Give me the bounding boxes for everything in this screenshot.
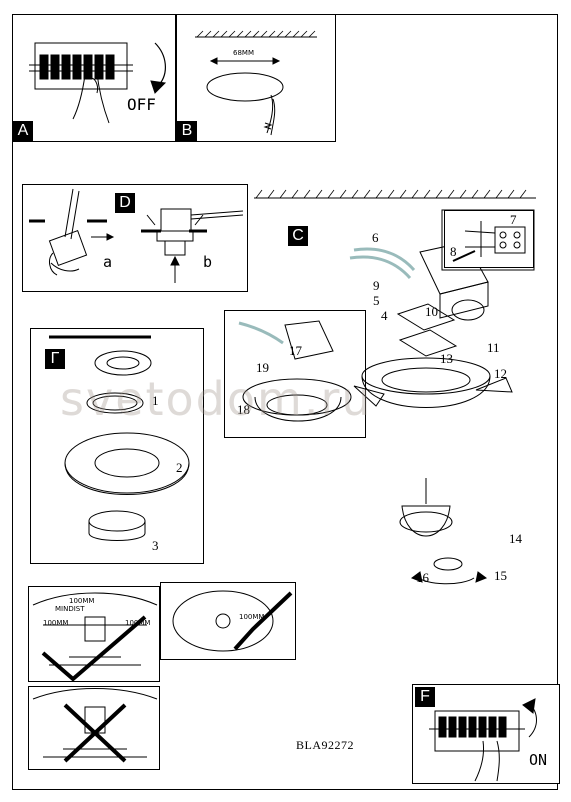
clearance-wrong-top: 100MM — [160, 582, 296, 660]
tag-c: C — [288, 226, 308, 246]
callout-14: 14 — [509, 531, 522, 546]
callout-7: 7 — [510, 212, 517, 227]
callout-9: 9 — [373, 278, 380, 293]
callout-5: 5 — [373, 293, 380, 308]
lamp-closeup — [238, 320, 352, 422]
callout-10: 10 — [425, 304, 438, 319]
clearance-ok-illustration — [32, 592, 158, 682]
mounting-illustration — [29, 188, 244, 283]
callout-8: 8 — [450, 244, 457, 259]
clearance-wrong — [28, 686, 160, 770]
tag-d: D — [115, 193, 135, 213]
panel-d: D a b — [22, 184, 248, 292]
callout-16: 16 — [416, 570, 429, 585]
tag-b: B — [177, 121, 197, 141]
callout-13: 13 — [440, 351, 453, 366]
callout-17: 17 — [289, 343, 302, 358]
clearance-bad-illustration — [32, 688, 158, 763]
callout-3: 3 — [152, 538, 159, 553]
tag-a: A — [13, 121, 33, 141]
callout-12: 12 — [494, 366, 507, 381]
panel-f: F ON — [412, 684, 560, 784]
terminal-illustration — [452, 221, 526, 262]
tag-f: F — [415, 687, 435, 707]
off-label: OFF — [127, 95, 156, 114]
callout-15: 15 — [494, 568, 507, 583]
lamp-closeup-inset — [224, 310, 366, 438]
watermark: svetodom.ru — [60, 372, 373, 426]
sub-label-a: a — [103, 253, 113, 271]
panel-a: OFF A — [12, 14, 176, 142]
wiring-inset — [444, 210, 534, 268]
diameter-label: 68MM — [233, 49, 254, 57]
callout-2: 2 — [176, 460, 183, 475]
clearance-top-left: 100MM — [69, 597, 95, 605]
model-code: BLA92272 — [296, 738, 354, 752]
cutout-illustration — [195, 30, 317, 136]
sub-label-b: b — [203, 253, 213, 271]
clearance-right: 100MM — [125, 619, 151, 627]
clearance-min: MINDIST — [55, 605, 85, 613]
panel-b: 68MM B — [176, 14, 336, 142]
on-label: ON — [529, 751, 548, 769]
callout-4: 4 — [381, 308, 388, 323]
callout-11: 11 — [487, 340, 500, 355]
callout-1: 1 — [152, 393, 159, 408]
callout-18: 18 — [237, 402, 250, 417]
clearance-correct: 100MM 100MM 100MM MINDIST — [28, 586, 160, 682]
panel-g: Г — [30, 328, 204, 564]
callout-6: 6 — [372, 230, 379, 245]
breaker-off-illustration — [29, 42, 167, 124]
tag-g: Г — [45, 349, 65, 369]
clearance-top-view — [172, 590, 293, 652]
breaker-on-illustration — [429, 698, 537, 782]
clearance-top-right: 100MM — [239, 613, 265, 621]
ring-assembly — [49, 335, 190, 541]
callout-19: 19 — [256, 360, 269, 375]
clearance-left: 100MM — [43, 619, 69, 627]
